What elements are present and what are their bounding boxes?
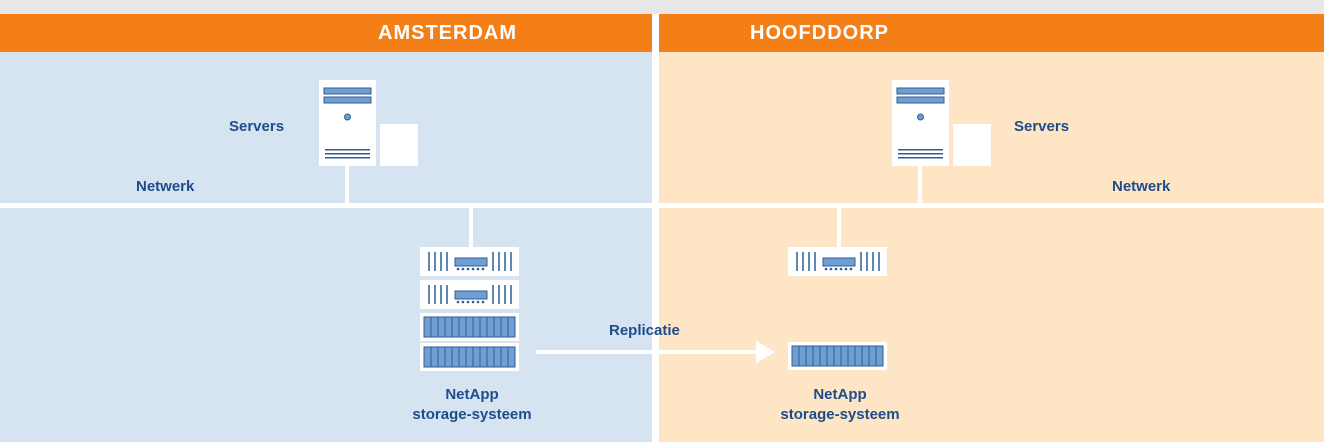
storage-label-left: NetApp storage-systeem — [412, 385, 531, 425]
network-line-left — [0, 203, 652, 208]
server-icon-right — [892, 80, 991, 166]
network-label-left: Netwerk — [136, 178, 195, 195]
storage-label-left-line2: storage-systeem — [412, 406, 532, 423]
storage-controller-right — [788, 247, 887, 276]
disk-shelf-left-1 — [420, 313, 519, 341]
server-icon-left — [319, 80, 418, 166]
connector-storage-right — [837, 207, 841, 247]
storage-controller-left-1 — [420, 247, 519, 276]
network-label-right: Netwerk — [1112, 178, 1171, 195]
storage-label-right-line2: storage-systeem — [780, 406, 900, 423]
servers-label-left: Servers — [229, 118, 285, 135]
amsterdam-title: AMSTERDAM — [378, 21, 517, 44]
connector-server-left — [345, 165, 349, 205]
storage-label-left-line1: NetApp — [445, 386, 499, 403]
disk-shelf-left-2 — [420, 343, 519, 371]
top-border — [0, 0, 1324, 14]
storage-controller-left-2 — [420, 280, 519, 309]
connector-storage-left — [469, 207, 473, 247]
hoofddorp-title: HOOFDDORP — [750, 21, 889, 44]
amsterdam-header: AMSTERDAM — [0, 14, 652, 52]
disk-shelf-right — [788, 342, 887, 370]
connector-server-right — [918, 165, 922, 205]
hoofddorp-zone — [659, 52, 1324, 442]
replication-label: Replicatie — [609, 322, 680, 339]
network-line-right — [659, 203, 1324, 208]
servers-label-right: Servers — [1014, 118, 1070, 135]
hoofddorp-header: HOOFDDORP — [659, 14, 1324, 52]
replication-arrow — [536, 341, 775, 363]
storage-label-right-line1: NetApp — [813, 386, 867, 403]
storage-label-right: NetApp storage-systeem — [780, 385, 899, 425]
